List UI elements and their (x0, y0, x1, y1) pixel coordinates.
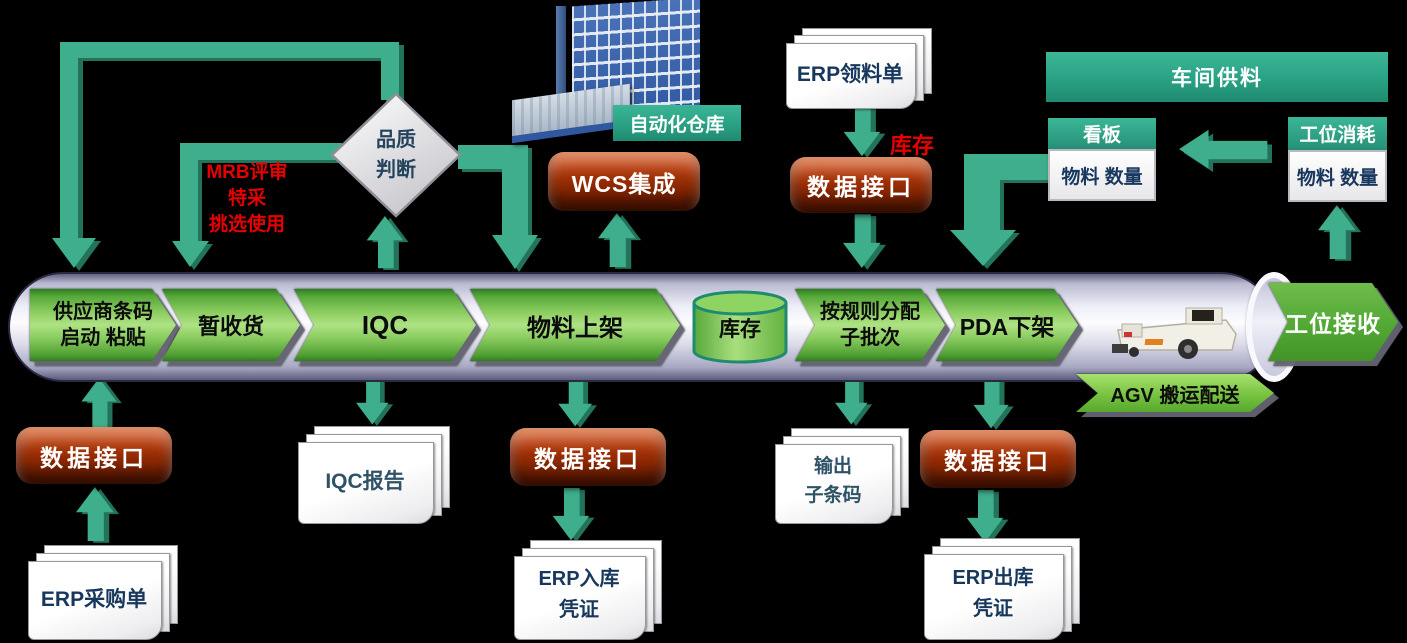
doc-label: ERP采购单 (40, 587, 148, 611)
arrow-up-icon (76, 486, 120, 544)
quality-line2: 判断 (376, 159, 416, 181)
arrow-down-icon (832, 378, 876, 426)
arrow-down-icon (972, 378, 1016, 430)
doc-sheet (514, 556, 646, 640)
sub-barcode-doc: 输出 子条码 (775, 428, 909, 524)
step-label: 暂收货 (197, 314, 264, 339)
arrow-down-icon (552, 488, 596, 542)
doc-sheet (775, 444, 893, 524)
iqc-pass-elbow-arrow-icon (458, 145, 542, 272)
step-allocate-sub-batch: 按规则分配 子批次 (795, 289, 945, 361)
step-label: 物料上架 (527, 314, 623, 342)
quality-decision-label: 品质 判断 (330, 92, 462, 218)
kanban-to-pipeline-elbow-arrow-icon (950, 154, 1058, 269)
mrb-line3: 挑选使用 (208, 214, 285, 235)
doc-line2: 子条码 (804, 485, 862, 506)
arrow-down-icon (966, 490, 1010, 544)
agv-vehicle-image (1112, 307, 1237, 359)
station-consumption-header: 工位消耗 (1288, 117, 1387, 150)
doc-label: 输出 子条码 (775, 444, 891, 518)
mrb-note: MRB评审 特采 挑选使用 (188, 160, 306, 238)
doc-line1: ERP出库 (952, 567, 1034, 589)
quality-line1: 品质 (376, 129, 416, 151)
erp-purchase-doc: ERP采购单 (28, 545, 178, 640)
doc-label: ERP领料单 (796, 63, 904, 86)
step-temporary-receipt: 暂收货 (162, 289, 300, 361)
kanban-panel: 看板 物料 数量 (1048, 118, 1156, 201)
doc-sheet (28, 561, 162, 640)
inventory-cylinder-label: 库存 (719, 318, 761, 341)
step-label: 供应商条码 (53, 301, 153, 323)
agv-delivery-banner: AGV 搬运配送 (1076, 374, 1274, 412)
arrow-up-icon (1318, 204, 1362, 262)
inventory-cylinder (692, 290, 788, 364)
data-interface-box-right: 数据接口 (920, 430, 1076, 488)
erp-inbound-doc: ERP入库 凭证 (514, 540, 662, 640)
step-label: IQC (361, 309, 409, 340)
step-iqc: IQC (294, 289, 476, 361)
step-label: 按规则分配 (820, 301, 920, 323)
step-label: PDA下架 (959, 314, 1055, 340)
arrow-down-icon (843, 214, 887, 270)
iqc-report-doc: IQC报告 (298, 426, 450, 524)
doc-sheet (786, 43, 916, 109)
doc-sheet (298, 442, 434, 524)
doc-label: ERP入库 凭证 (514, 556, 644, 634)
data-interface-box-middle: 数据接口 (510, 428, 666, 486)
arrow-up-icon (366, 216, 410, 270)
station-consumption-panel: 工位消耗 物料 数量 (1288, 117, 1387, 202)
arrow-down-icon (556, 378, 600, 428)
arrow-up-icon (80, 378, 124, 430)
doc-line2: 凭证 (559, 599, 599, 621)
automated-warehouse-label: 自动化仓库 (613, 105, 741, 141)
step-material-shelving: 物料上架 (470, 289, 680, 361)
arrow-left-icon (1178, 128, 1274, 174)
mrb-line2: 特采 (227, 188, 266, 209)
data-interface-box-left: 数据接口 (16, 427, 172, 484)
step-label: 启动 粘贴 (60, 327, 146, 349)
mrb-line1: MRB评审 (206, 162, 288, 183)
kanban-header: 看板 (1048, 118, 1156, 149)
return-to-supplier-elbow-arrow-icon (52, 42, 404, 271)
erp-requisition-doc: ERP领料单 (786, 28, 932, 110)
station-consumption-body: 物料 数量 (1288, 150, 1387, 202)
data-interface-box-top: 数据接口 (790, 157, 932, 213)
mrb-elbow-arrow-icon (172, 143, 346, 270)
doc-sheet (924, 554, 1064, 640)
arrow-up-icon (598, 212, 642, 270)
step-pda-unshelve: PDA下架 (936, 289, 1078, 361)
doc-label: ERP出库 凭证 (924, 554, 1062, 634)
kanban-body: 物料 数量 (1048, 149, 1156, 201)
quality-decision-diamond (330, 92, 462, 218)
erp-outbound-doc: ERP出库 凭证 (924, 538, 1080, 640)
inventory-note: 库存 (889, 133, 934, 158)
doc-line1: ERP入库 (538, 568, 620, 590)
workshop-supply-banner: 车间供料 (1046, 52, 1388, 102)
step-supplier-barcode: 供应商条码 启动 粘贴 (30, 289, 176, 361)
station-receive-chevron: 工位接收 (1268, 283, 1398, 361)
doc-line2: 凭证 (973, 598, 1013, 620)
wcs-integration-box: WCS集成 (548, 152, 700, 211)
step-label: 子批次 (840, 327, 900, 349)
warehouse-crane-image (556, 6, 566, 124)
arrow-down-icon (353, 378, 397, 426)
doc-line1: 输出 (813, 456, 852, 477)
doc-label: IQC报告 (325, 470, 405, 493)
